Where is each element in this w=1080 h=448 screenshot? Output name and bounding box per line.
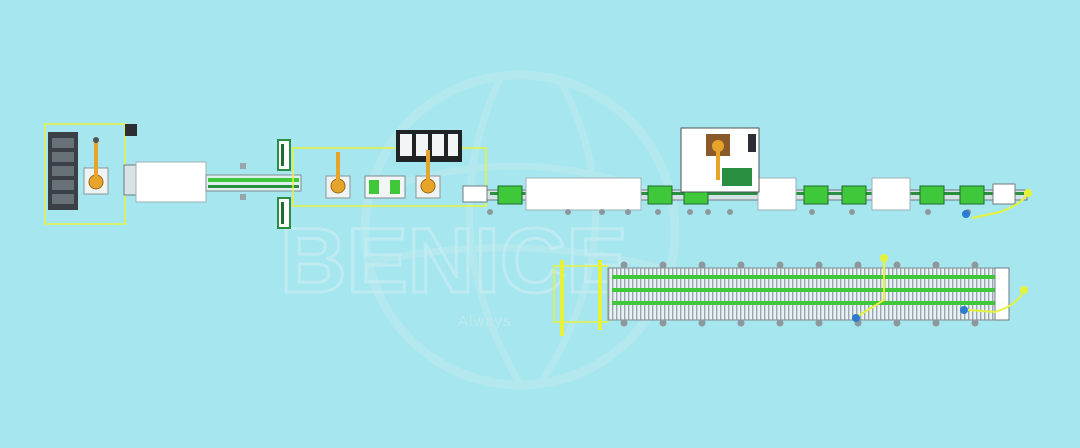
lower-conveyor-line [553, 260, 1010, 336]
robot-arm-icon [330, 178, 346, 194]
welding-cell [292, 130, 487, 207]
watermark-brand: BENICE [280, 210, 628, 312]
sensor-icon [240, 163, 246, 169]
machine-enclosure [135, 161, 207, 203]
sensor-icon [240, 194, 246, 200]
machine-enclosure [525, 177, 642, 211]
support-legs [620, 261, 979, 327]
loading-cell [44, 123, 137, 225]
sensor-icon [852, 314, 860, 322]
transfer-gate [277, 139, 291, 229]
cable-track [857, 258, 885, 317]
robot-arm-icon [88, 137, 104, 190]
sensor-icon [960, 306, 968, 314]
feeder [462, 185, 488, 203]
robot-arm-icon [420, 178, 436, 194]
roller-conveyor [205, 174, 302, 192]
robot-cell [680, 127, 760, 193]
sensor-icon [962, 210, 970, 218]
watermark-tagline: Always [458, 313, 512, 330]
machine-enclosure [757, 177, 797, 211]
machine-enclosure [871, 177, 911, 211]
